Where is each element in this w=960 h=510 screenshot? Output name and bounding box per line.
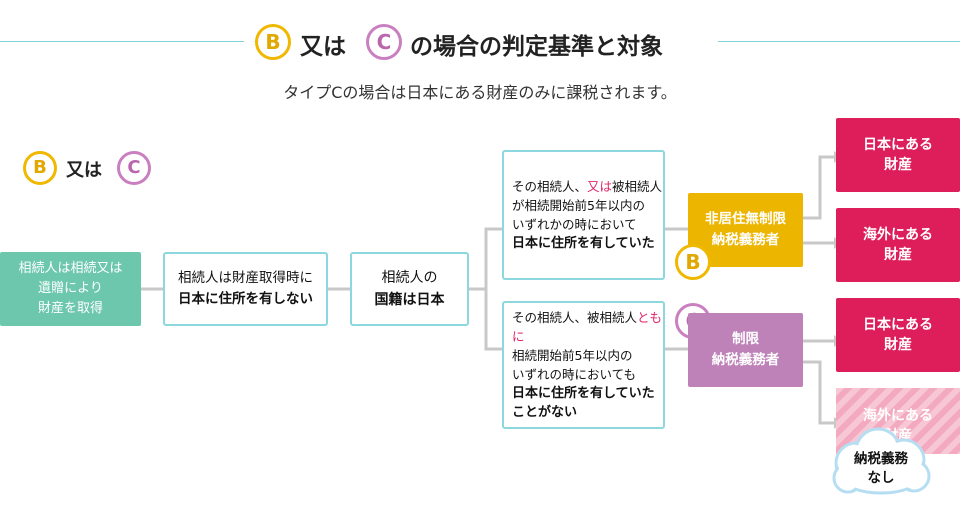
no-domicile-line-1: 相続人は財産取得時に (178, 270, 313, 286)
nationality-line-1: 相続人の (381, 270, 438, 286)
no-domicile-node: 相続人は財産取得時に 日本に住所を有しない (163, 252, 328, 326)
type-c-node: 制限 納税義務者 (688, 313, 803, 387)
title-badge-c: C (366, 24, 402, 60)
no-obligation-line-2: なし (867, 470, 895, 486)
asset-japan-c-line-2: 財産 (884, 337, 912, 353)
legend-badge-b: B (23, 151, 57, 185)
page-subtitle: タイプCの場合は日本にある財産のみに課税されます。 (283, 83, 677, 102)
title-badge-b: B (255, 24, 291, 60)
condition-b-line-4: 日本に住所を有していた (512, 236, 655, 251)
start-node: 相続人は相続又は 遺贈により 財産を取得 (0, 252, 141, 326)
legend-conj: 又は (66, 160, 102, 181)
start-line-2: 遺贈により (38, 281, 103, 296)
condition-c-line-5: ことがない (512, 405, 578, 420)
type-b-line-1: 非居住無制限 (705, 211, 786, 227)
condition-b-line-1: その相続人、又は被相続人 (512, 179, 663, 194)
asset-japan-b-line-1: 日本にある (863, 137, 933, 153)
asset-foreign-b: 海外にある 財産 (836, 208, 960, 282)
type-c-line-2: 納税義務者 (711, 352, 780, 368)
condition-c-line-4: 日本に住所を有していた (512, 386, 655, 401)
start-line-1: 相続人は相続又は (18, 261, 123, 276)
page-title: の場合の判定基準と対象 (410, 34, 663, 60)
type-b-line-2: 納税義務者 (711, 232, 780, 248)
asset-foreign-b-line-2: 財産 (884, 247, 912, 263)
legend-badge-c: C (117, 151, 151, 185)
condition-c-line-2: 相続開始前5年以内の (512, 348, 633, 363)
type-c-line-1: 制限 (732, 331, 759, 347)
start-line-3: 財産を取得 (37, 301, 103, 316)
nationality-line-2: 国籍は日本 (374, 292, 445, 308)
nationality-node: 相続人の 国籍は日本 (350, 252, 469, 326)
condition-b-node: その相続人、又は被相続人 が相続開始前5年以内の いずれかの時において 日本に住… (502, 150, 665, 280)
cloud-shape (832, 427, 931, 495)
condition-c-line-3: いずれの時においても (512, 367, 637, 382)
title-conj: 又は (300, 34, 346, 60)
condition-c-node: その相続人、被相続人ともに 相続開始前5年以内の いずれの時においても 日本に住… (502, 301, 665, 429)
title-rule-left (0, 41, 244, 42)
asset-japan-c-line-1: 日本にある (863, 317, 933, 333)
asset-japan-b-line-2: 財産 (884, 157, 912, 173)
title-rule-right (718, 41, 960, 42)
asset-foreign-c-line-1: 海外にある (863, 408, 933, 424)
condition-c-line-1: その相続人、被相続人ともに (512, 310, 663, 344)
condition-b-line-2: が相続開始前5年以内の (512, 198, 645, 213)
no-domicile-line-2: 日本に住所を有しない (178, 291, 313, 307)
no-obligation-line-1: 納税義務 (854, 451, 908, 467)
condition-b-line-3: いずれかの時において (512, 217, 637, 232)
asset-japan-b: 日本にある 財産 (836, 118, 960, 192)
asset-foreign-b-line-1: 海外にある (863, 227, 933, 243)
type-b-badge: B (675, 244, 711, 280)
no-obligation-label: 納税義務 なし (838, 447, 924, 491)
asset-japan-c: 日本にある 財産 (836, 298, 960, 372)
